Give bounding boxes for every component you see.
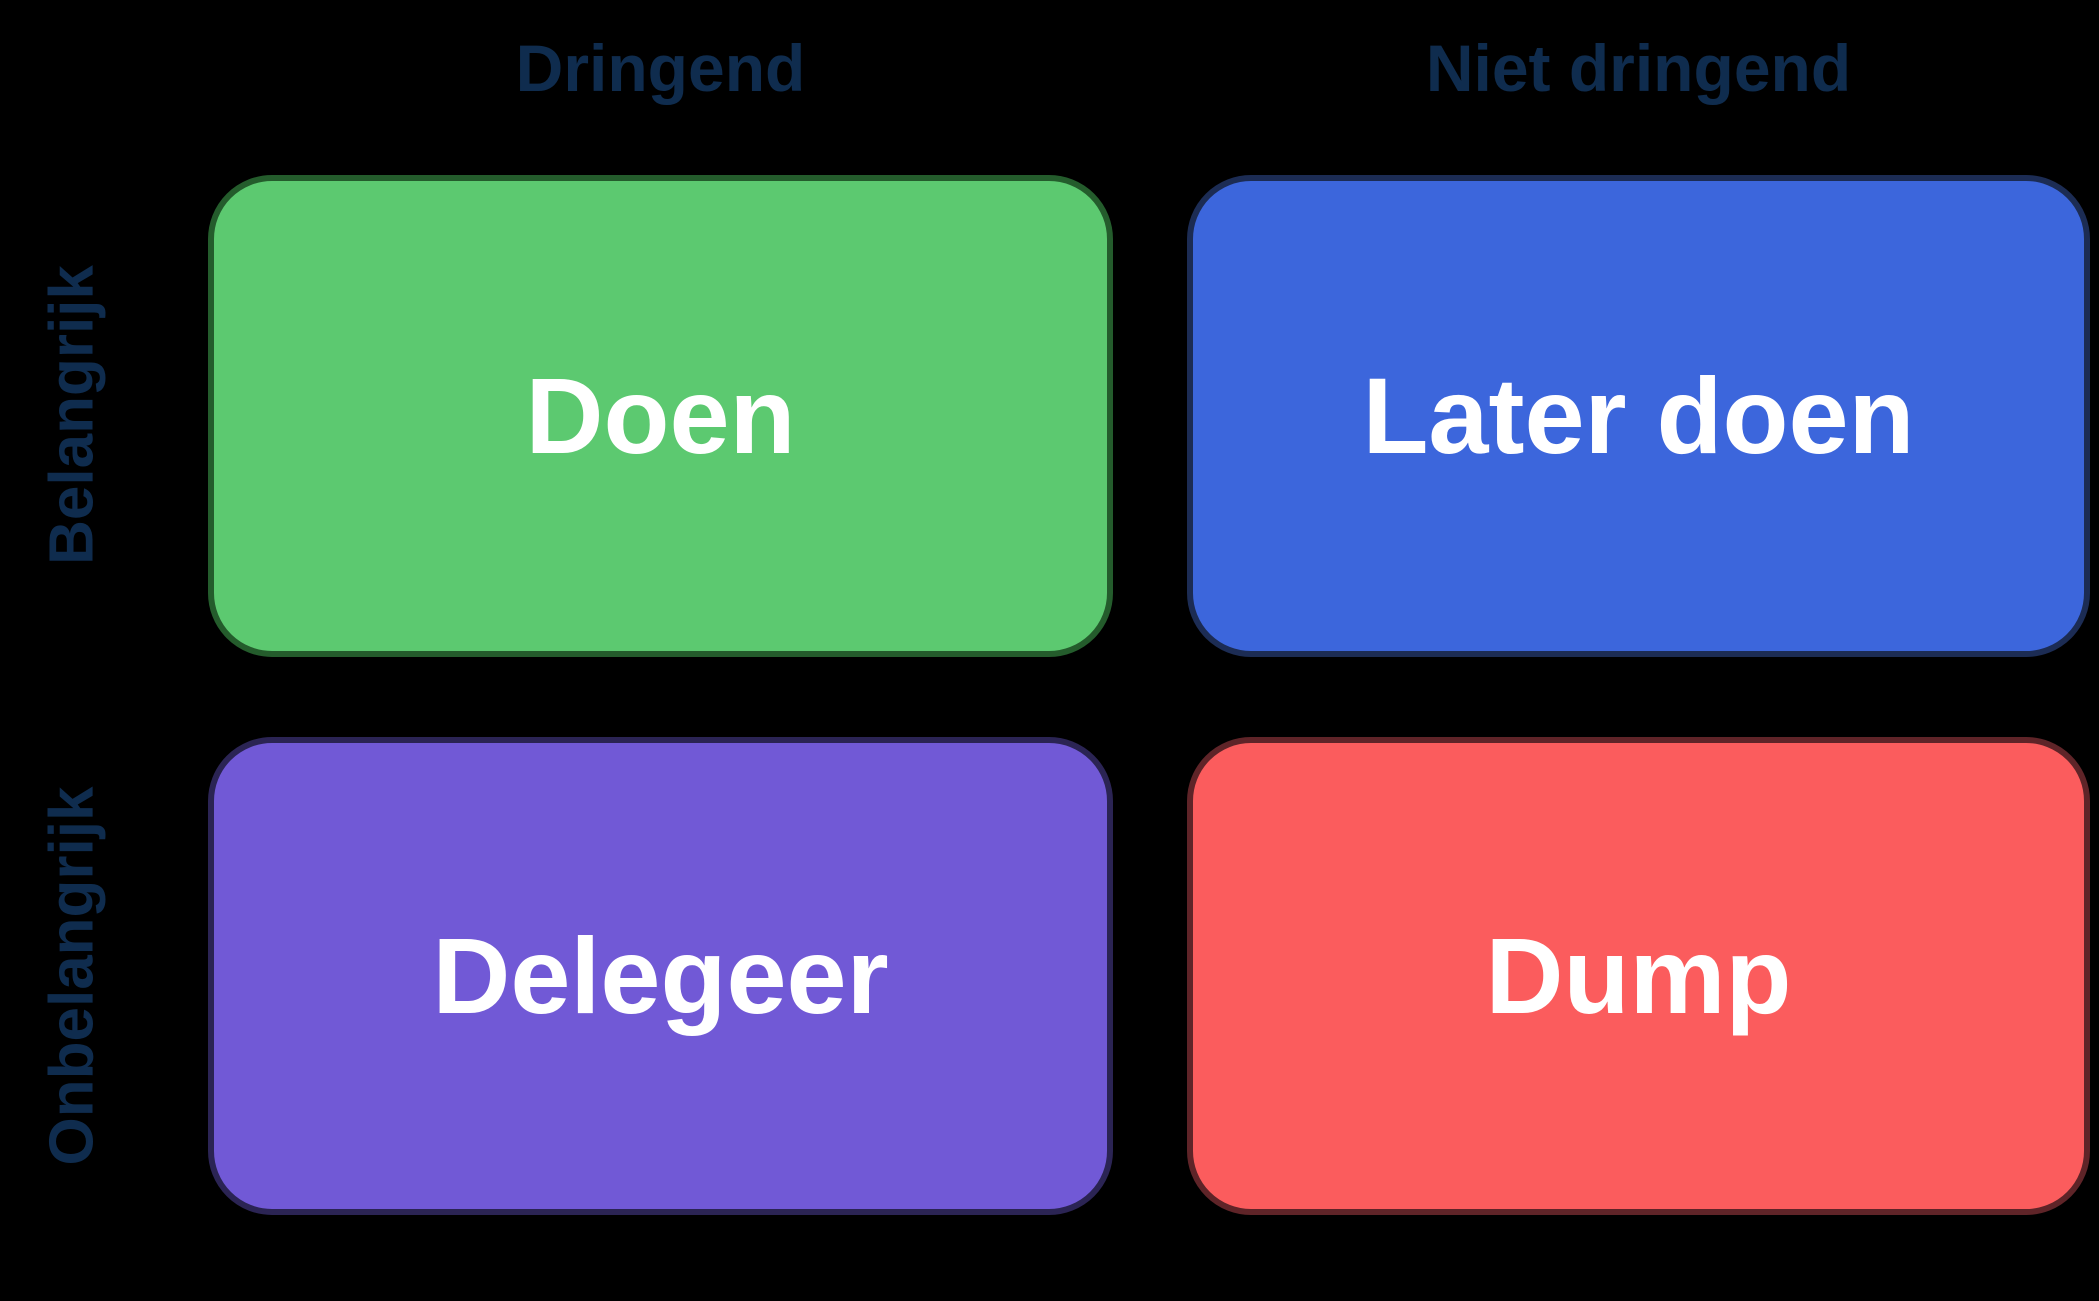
quadrant-later-doen: Later doen [1187, 175, 2090, 657]
quadrant-delegeer-label: Delegeer [432, 915, 889, 1036]
quadrant-later-doen-label: Later doen [1362, 355, 1915, 476]
quadrant-dump-label: Dump [1485, 915, 1792, 1036]
quadrant-doen: Doen [208, 175, 1113, 657]
quadrant-doen-label: Doen [525, 355, 796, 476]
quadrant-dump: Dump [1187, 737, 2090, 1215]
row-header-onbelangrijk: Onbelangrijk [37, 786, 107, 1166]
row-header-belangrijk: Belangrijk [37, 265, 107, 565]
column-header-niet-dringend: Niet dringend [1425, 31, 1852, 105]
column-header-dringend: Dringend [515, 31, 806, 105]
quadrant-delegeer: Delegeer [208, 737, 1113, 1215]
